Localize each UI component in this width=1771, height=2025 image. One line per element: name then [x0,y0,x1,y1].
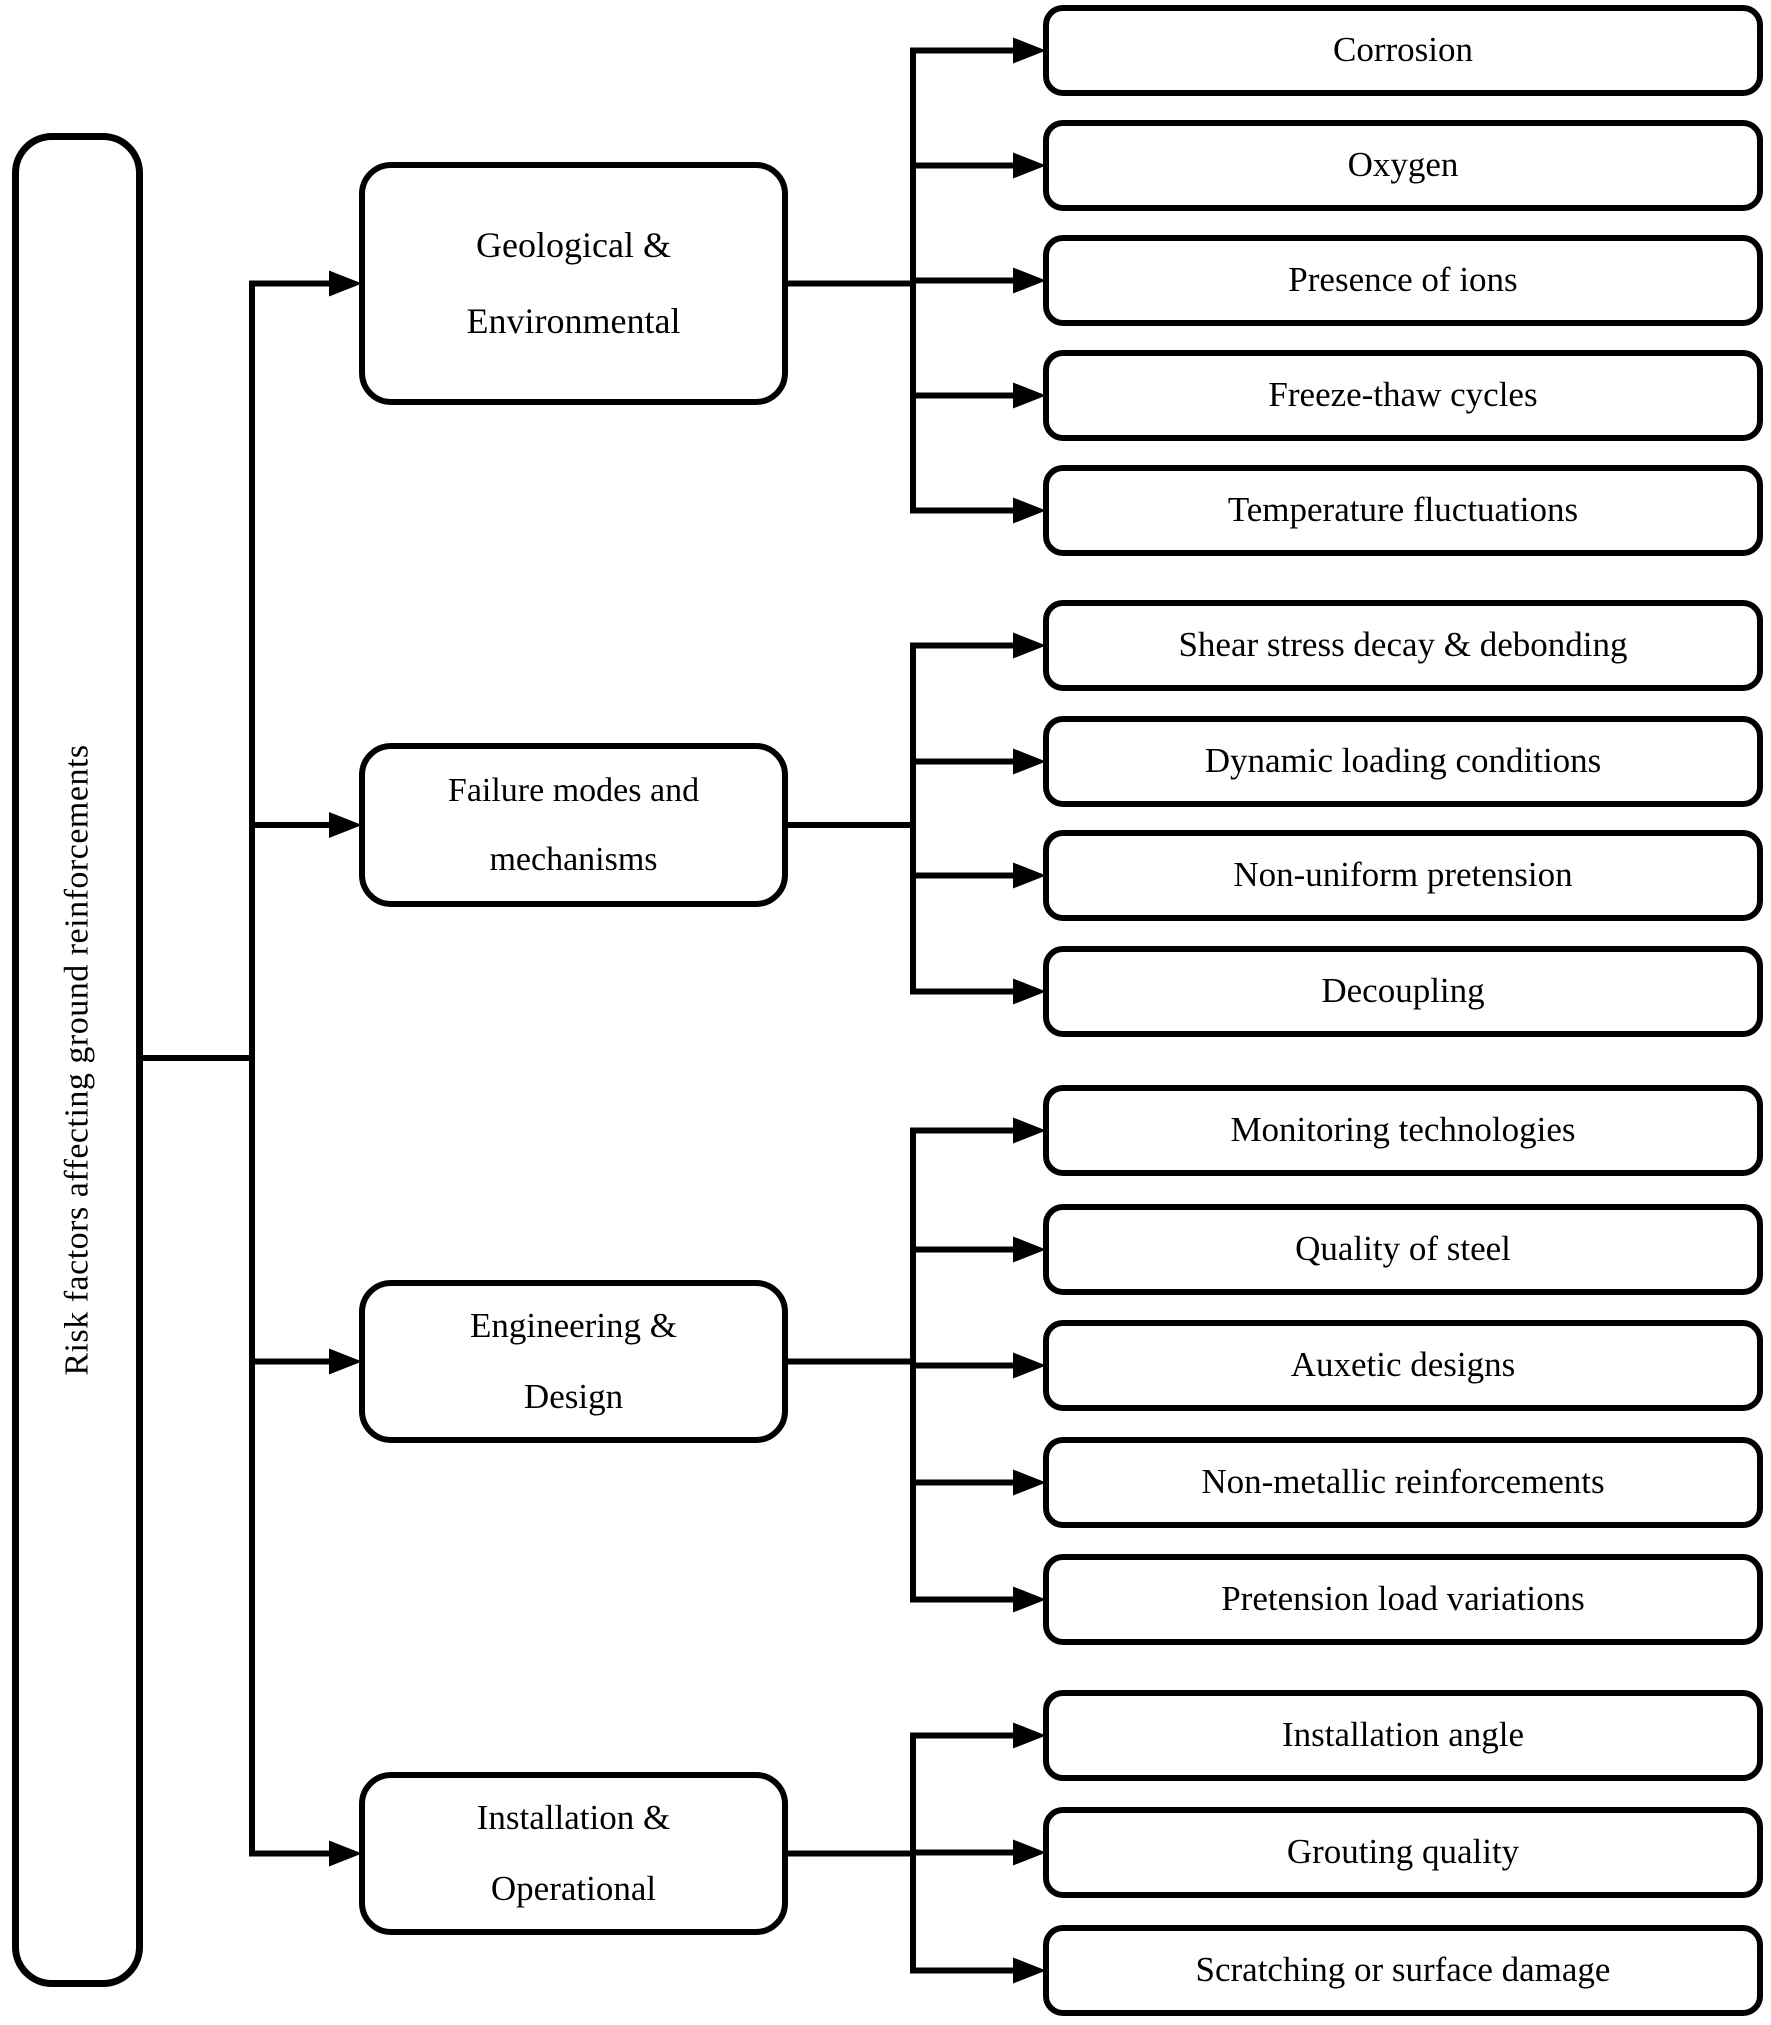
leaf-label: Freeze-thaw cycles [1268,375,1538,415]
leaf-label: Grouting quality [1286,1832,1520,1872]
leaf-label: Installation angle [1281,1715,1524,1755]
category-label: mechanisms [489,841,658,878]
category-label: Installation & [476,1798,671,1838]
leaf-node: Presence of ions [1043,235,1763,326]
leaf-label: Scratching or surface damage [1195,1950,1611,1990]
leaf-node: Scratching or surface damage [1043,1925,1763,2016]
leaf-label: Monitoring technologies [1230,1110,1576,1150]
leaf-label: Corrosion [1333,30,1473,70]
category-node-installation-operational: Installation & Operational [359,1772,788,1935]
category-node-geological-environmental: Geological & Environmental [359,162,788,405]
root-label: Risk factors affecting ground reinforcem… [58,744,96,1376]
leaf-label: Non-metallic reinforcements [1201,1462,1605,1502]
leaf-node: Pretension load variations [1043,1554,1763,1645]
leaf-label: Pretension load variations [1221,1579,1585,1619]
leaf-node: Corrosion [1043,5,1763,96]
leaf-node: Installation angle [1043,1690,1763,1781]
category-label: Design [523,1376,624,1416]
category-node-failure-modes: Failure modes and mechanisms [359,743,788,907]
category-label: Operational [490,1868,657,1908]
leaf-label: Decoupling [1321,971,1485,1011]
category-node-engineering-design: Engineering & Design [359,1280,788,1443]
leaf-node: Auxetic designs [1043,1320,1763,1411]
leaf-node: Dynamic loading conditions [1043,716,1763,807]
leaf-label: Dynamic loading conditions [1204,741,1602,781]
leaf-label: Non-uniform pretension [1233,855,1573,895]
leaf-label: Oxygen [1347,145,1459,185]
leaf-node: Non-metallic reinforcements [1043,1437,1763,1528]
category-label: Engineering & [469,1306,678,1346]
leaf-node: Grouting quality [1043,1807,1763,1898]
category-label: Geological & [476,225,671,266]
leaf-label: Quality of steel [1295,1229,1511,1269]
leaf-label: Presence of ions [1288,260,1518,300]
leaf-node: Temperature fluctuations [1043,465,1763,556]
leaf-label: Temperature fluctuations [1227,490,1579,530]
category-label: Environmental [466,300,681,341]
leaf-node: Oxygen [1043,120,1763,211]
root-node: Risk factors affecting ground reinforcem… [12,133,143,1987]
category-label: Failure modes and [447,771,700,809]
leaf-node: Monitoring technologies [1043,1085,1763,1176]
leaf-label: Auxetic designs [1290,1345,1516,1385]
leaf-node: Quality of steel [1043,1204,1763,1295]
leaf-label: Shear stress decay & debonding [1178,625,1628,665]
leaf-node: Freeze-thaw cycles [1043,350,1763,441]
leaf-node: Decoupling [1043,946,1763,1037]
leaf-node: Non-uniform pretension [1043,830,1763,921]
leaf-node: Shear stress decay & debonding [1043,600,1763,691]
